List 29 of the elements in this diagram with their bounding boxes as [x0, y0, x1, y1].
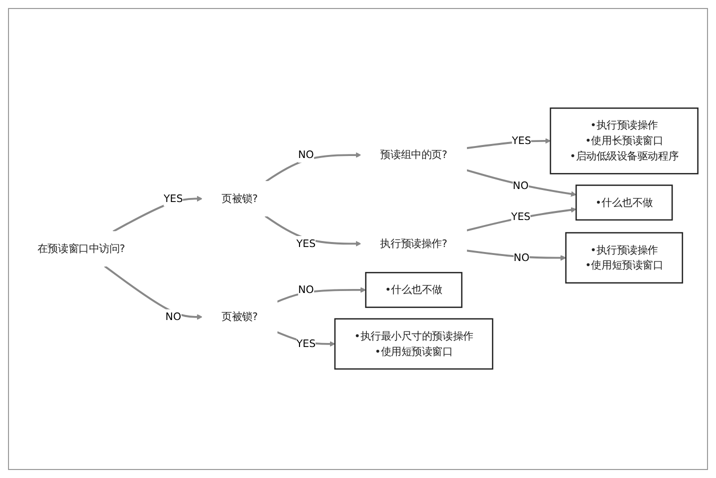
node-box: •执行最小尺寸的预读操作 •使用短预读窗口	[334, 318, 494, 370]
arrow	[104, 266, 202, 320]
arrow	[466, 170, 576, 198]
node-text: 预读组中的页?	[380, 149, 448, 162]
edge-label: NO	[512, 180, 529, 192]
node-box: •什么也不做	[365, 272, 462, 308]
arrow	[466, 138, 551, 150]
node-text: 执行预读操作?	[380, 238, 448, 250]
node-text: 页被锁?	[222, 192, 258, 205]
edge-label: NO	[165, 310, 182, 324]
node-text: 在预读窗口中访问?	[37, 242, 126, 256]
node-text: 页被锁?	[222, 310, 258, 324]
edge-label: YES	[296, 338, 316, 350]
arrow	[265, 152, 362, 183]
edge-label: NO	[298, 284, 314, 296]
arrow	[276, 288, 366, 304]
node-box: •什么也不做	[576, 185, 673, 221]
arrow	[466, 208, 576, 232]
edge-label: NO	[514, 252, 530, 264]
arrow	[466, 250, 566, 262]
node-box: •执行预读操作 •使用长预读窗口 •启动低级设备驱动程序	[550, 108, 698, 175]
edge-label: YES	[296, 238, 316, 250]
edge-label: YES	[512, 134, 532, 148]
arrow	[112, 196, 202, 233]
edge-label: YES	[164, 192, 183, 205]
edge-label: YES	[511, 210, 530, 224]
node-box: •执行预读操作 •使用短预读窗口	[565, 232, 684, 284]
edge-label: NO	[298, 149, 314, 162]
arrow	[264, 216, 362, 247]
